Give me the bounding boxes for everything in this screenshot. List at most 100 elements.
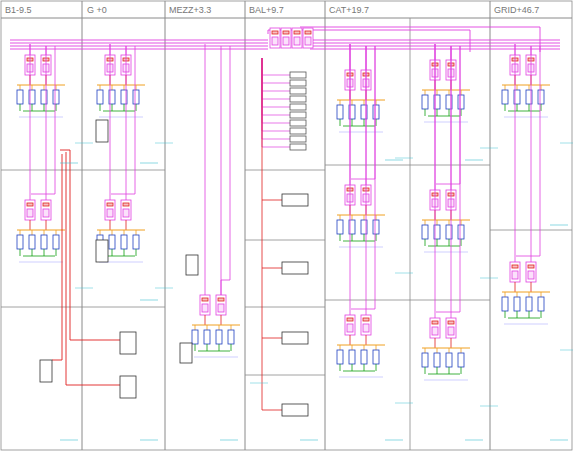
wire-line: [480, 148, 498, 149]
wire-line: [422, 220, 470, 221]
wire-line: [126, 220, 127, 230]
wire-line: [461, 109, 462, 116]
wire-line: [461, 367, 462, 374]
wire-line: [205, 315, 206, 325]
wire-line: [541, 311, 542, 318]
panel-symbol: [446, 353, 452, 367]
wire-line: [351, 46, 375, 309]
wire-line: [517, 104, 518, 111]
wire-line: [221, 315, 222, 325]
cabinet-mark: [272, 37, 278, 45]
wire-line: [508, 318, 540, 319]
wire-line: [376, 100, 377, 105]
wire-line: [262, 58, 290, 131]
panel-symbol: [29, 235, 35, 249]
cabinet-symbol: [430, 318, 440, 338]
wire-line: [100, 85, 101, 90]
wire-line: [425, 109, 426, 116]
wire-line: [364, 215, 365, 220]
cabinet-symbol: [270, 28, 280, 48]
wire-line: [20, 85, 21, 90]
device-box: [290, 120, 306, 126]
panel-symbol: [361, 350, 367, 364]
wire-line: [340, 100, 341, 105]
wire-line: [194, 357, 238, 358]
wire-line: [340, 215, 341, 220]
cabinet-mark: [43, 209, 49, 217]
wire-line: [385, 440, 403, 441]
wire-line: [505, 311, 506, 318]
level-header: GRID+46.7: [493, 5, 540, 16]
wire-line: [205, 44, 206, 295]
wire-line: [435, 44, 436, 318]
cabinet-mark: [218, 304, 224, 312]
wire-line: [517, 292, 518, 297]
wire-line: [449, 239, 450, 246]
wire-line: [425, 220, 426, 225]
wire-line: [529, 85, 530, 90]
wire-line: [425, 239, 426, 246]
wire-line: [340, 119, 341, 126]
wire-line: [424, 252, 468, 253]
cabinet-symbol: [25, 200, 35, 220]
wire-line: [425, 348, 426, 353]
panel-symbol: [458, 225, 464, 239]
wire-line: [300, 27, 540, 52]
cabinet-mark: [123, 203, 129, 206]
wire-line: [352, 345, 353, 350]
equipment-box: [96, 240, 108, 262]
panel-symbol: [17, 235, 23, 249]
wire-line: [508, 111, 540, 112]
wire-line: [529, 104, 530, 111]
wire-line: [541, 292, 542, 297]
cabinet-mark: [202, 304, 208, 312]
wire-line: [112, 104, 113, 111]
wire-line: [23, 111, 55, 112]
wire-line: [20, 249, 21, 256]
wire-line: [516, 46, 540, 256]
wire-line: [437, 348, 438, 353]
wire-line: [352, 119, 353, 126]
panel-symbol: [373, 350, 379, 364]
wire-line: [231, 344, 232, 351]
wire-line: [82, 1, 83, 450]
wire-line: [364, 119, 365, 126]
wire-line: [262, 58, 290, 91]
cabinet-mark: [305, 31, 311, 34]
device-box: [290, 72, 306, 78]
wire-line: [352, 364, 353, 371]
wire-line: [504, 324, 548, 325]
wire-line: [221, 46, 230, 295]
wire-line: [136, 249, 137, 256]
wire-line: [97, 230, 145, 231]
wire-line: [10, 46, 268, 47]
cabinet-mark: [448, 321, 454, 324]
wire-line: [195, 325, 196, 330]
cabinet-symbol: [41, 200, 51, 220]
wire-line: [339, 132, 383, 133]
wire-line: [221, 46, 222, 295]
wire-line: [124, 104, 125, 111]
wire-line: [46, 220, 47, 230]
cabinet-mark: [283, 31, 289, 34]
wire-line: [219, 344, 220, 351]
level-header: B1-9.5: [4, 5, 33, 16]
wire-line: [262, 58, 290, 123]
wire-line: [461, 220, 462, 225]
wire-line: [262, 58, 290, 115]
wire-line: [103, 111, 135, 112]
cabinet-symbol: [345, 315, 355, 335]
wire-line: [505, 292, 506, 297]
wire-line: [245, 307, 325, 308]
device-box: [282, 262, 308, 274]
panel-symbol: [109, 235, 115, 249]
cabinet-mark: [305, 37, 311, 45]
wire-line: [449, 220, 450, 225]
wire-line: [541, 104, 542, 111]
panel-symbol: [373, 105, 379, 119]
wire-line: [505, 104, 506, 111]
wire-line: [262, 58, 290, 75]
wire-line: [436, 46, 460, 312]
wire-line: [44, 249, 45, 256]
cabinet-mark: [363, 318, 369, 321]
